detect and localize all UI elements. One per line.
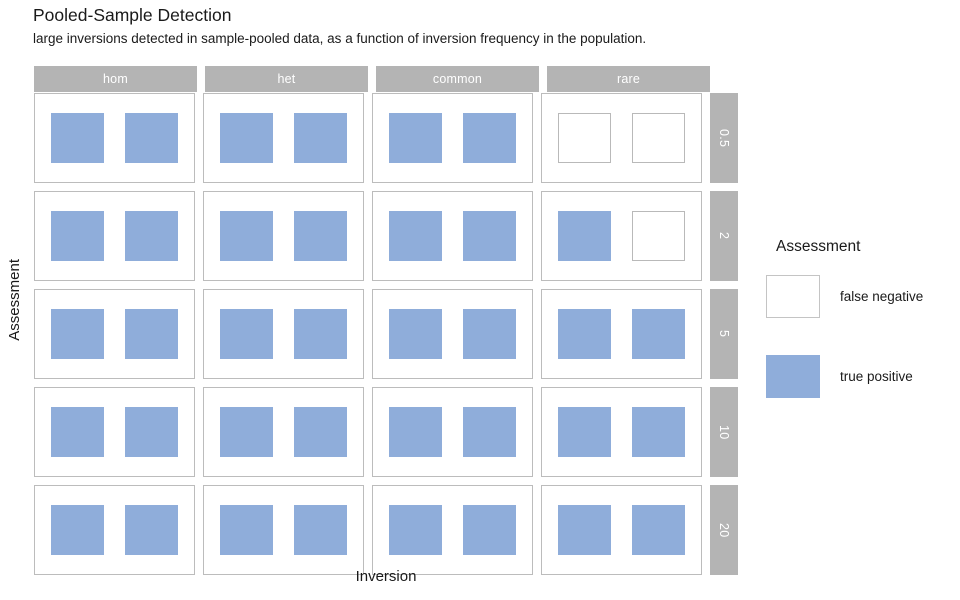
facet-panel-rare-20 bbox=[541, 485, 702, 575]
page-subtitle: large inversions detected in sample-pool… bbox=[33, 31, 647, 46]
facet-row: 5 bbox=[34, 289, 738, 379]
legend: Assessment false negative true positive bbox=[766, 238, 956, 434]
facet-panel-hom-0.5 bbox=[34, 93, 195, 183]
column-facet-label-het: het bbox=[205, 66, 368, 92]
legend-item-true-positive[interactable]: true positive bbox=[766, 354, 956, 398]
row-facet-text: 2 bbox=[717, 232, 731, 240]
facet-panel-het-5 bbox=[203, 289, 364, 379]
facet-panel-rare-10 bbox=[541, 387, 702, 477]
tile-true-positive bbox=[220, 309, 273, 359]
tile-true-positive bbox=[220, 211, 273, 261]
facet-panel-common-5 bbox=[372, 289, 533, 379]
facet-row: 20 bbox=[34, 485, 738, 575]
tile-false-negative bbox=[558, 113, 611, 163]
facet-row: 2 bbox=[34, 191, 738, 281]
row-facet-text: 0.5 bbox=[717, 128, 731, 148]
tile-true-positive bbox=[51, 309, 104, 359]
tile-true-positive bbox=[125, 309, 178, 359]
tile-true-positive bbox=[558, 211, 611, 261]
facet-panel-het-20 bbox=[203, 485, 364, 575]
tile-true-positive bbox=[632, 309, 685, 359]
tile-true-positive bbox=[51, 505, 104, 555]
tile-true-positive bbox=[294, 113, 347, 163]
tile-true-positive bbox=[294, 407, 347, 457]
tile-true-positive bbox=[389, 113, 442, 163]
facet-panel-rare-2 bbox=[541, 191, 702, 281]
tile-true-positive bbox=[125, 211, 178, 261]
facet-panel-hom-5 bbox=[34, 289, 195, 379]
tile-true-positive bbox=[125, 407, 178, 457]
legend-items: false negative true positive bbox=[766, 274, 956, 398]
facet-panel-common-2 bbox=[372, 191, 533, 281]
tile-true-positive bbox=[463, 407, 516, 457]
row-facet-label-20: 20 bbox=[710, 485, 738, 575]
y-axis-title-label: Assessment bbox=[5, 259, 23, 341]
facet-panel-het-2 bbox=[203, 191, 364, 281]
tile-true-positive bbox=[632, 505, 685, 555]
legend-title: Assessment bbox=[776, 238, 861, 255]
tile-true-positive bbox=[294, 505, 347, 555]
tile-true-positive bbox=[220, 407, 273, 457]
tile-true-positive bbox=[51, 113, 104, 163]
row-facet-text: 10 bbox=[717, 424, 731, 440]
facet-panel-common-0.5 bbox=[372, 93, 533, 183]
facet-panel-het-10 bbox=[203, 387, 364, 477]
facet-row: 0.5 bbox=[34, 93, 738, 183]
tile-true-positive bbox=[125, 505, 178, 555]
tile-true-positive bbox=[220, 113, 273, 163]
tile-false-negative bbox=[632, 211, 685, 261]
tile-false-negative bbox=[632, 113, 685, 163]
tile-true-positive bbox=[463, 309, 516, 359]
column-facet-label-hom: hom bbox=[34, 66, 197, 92]
facet-panel-hom-10 bbox=[34, 387, 195, 477]
row-facet-label-0.5: 0.5 bbox=[710, 93, 738, 183]
facet-panel-rare-5 bbox=[541, 289, 702, 379]
tile-true-positive bbox=[389, 505, 442, 555]
tile-true-positive bbox=[389, 309, 442, 359]
legend-swatch-true-positive bbox=[766, 354, 820, 398]
x-axis-title: Inversion bbox=[355, 568, 417, 585]
row-facet-label-5: 5 bbox=[710, 289, 738, 379]
tile-true-positive bbox=[463, 505, 516, 555]
tile-true-positive bbox=[389, 211, 442, 261]
legend-label-false-negative: false negative bbox=[840, 288, 924, 304]
facet-panel-het-0.5 bbox=[203, 93, 364, 183]
tile-true-positive bbox=[389, 407, 442, 457]
facet-panel-rows: 0.5 2 5 10 20 bbox=[34, 93, 738, 575]
facet-panel-hom-2 bbox=[34, 191, 195, 281]
facet-row: 10 bbox=[34, 387, 738, 477]
tile-true-positive bbox=[125, 113, 178, 163]
row-facet-text: 5 bbox=[717, 330, 731, 338]
tile-true-positive bbox=[558, 309, 611, 359]
page-title: Pooled-Sample Detection bbox=[33, 5, 232, 25]
tile-true-positive bbox=[51, 407, 104, 457]
row-facet-label-10: 10 bbox=[710, 387, 738, 477]
legend-swatch-false-negative bbox=[766, 274, 820, 318]
tile-true-positive bbox=[558, 407, 611, 457]
title-block: Pooled-Sample Detection large inversions… bbox=[33, 4, 933, 48]
row-facet-text: 20 bbox=[717, 522, 731, 538]
facet-panel-common-10 bbox=[372, 387, 533, 477]
tile-true-positive bbox=[294, 211, 347, 261]
tile-true-positive bbox=[463, 211, 516, 261]
column-facet-label-common: common bbox=[376, 66, 539, 92]
tile-true-positive bbox=[294, 309, 347, 359]
tile-true-positive bbox=[632, 407, 685, 457]
tile-true-positive bbox=[558, 505, 611, 555]
facet-panel-common-20 bbox=[372, 485, 533, 575]
legend-item-false-negative[interactable]: false negative bbox=[766, 274, 956, 318]
tile-true-positive bbox=[51, 211, 104, 261]
row-facet-label-2: 2 bbox=[710, 191, 738, 281]
tile-true-positive bbox=[220, 505, 273, 555]
facet-panel-rare-0.5 bbox=[541, 93, 702, 183]
y-axis-title: Assessment bbox=[2, 0, 26, 600]
facet-panel-hom-20 bbox=[34, 485, 195, 575]
legend-label-true-positive: true positive bbox=[840, 368, 913, 384]
column-facet-label-rare: rare bbox=[547, 66, 710, 92]
tile-true-positive bbox=[463, 113, 516, 163]
